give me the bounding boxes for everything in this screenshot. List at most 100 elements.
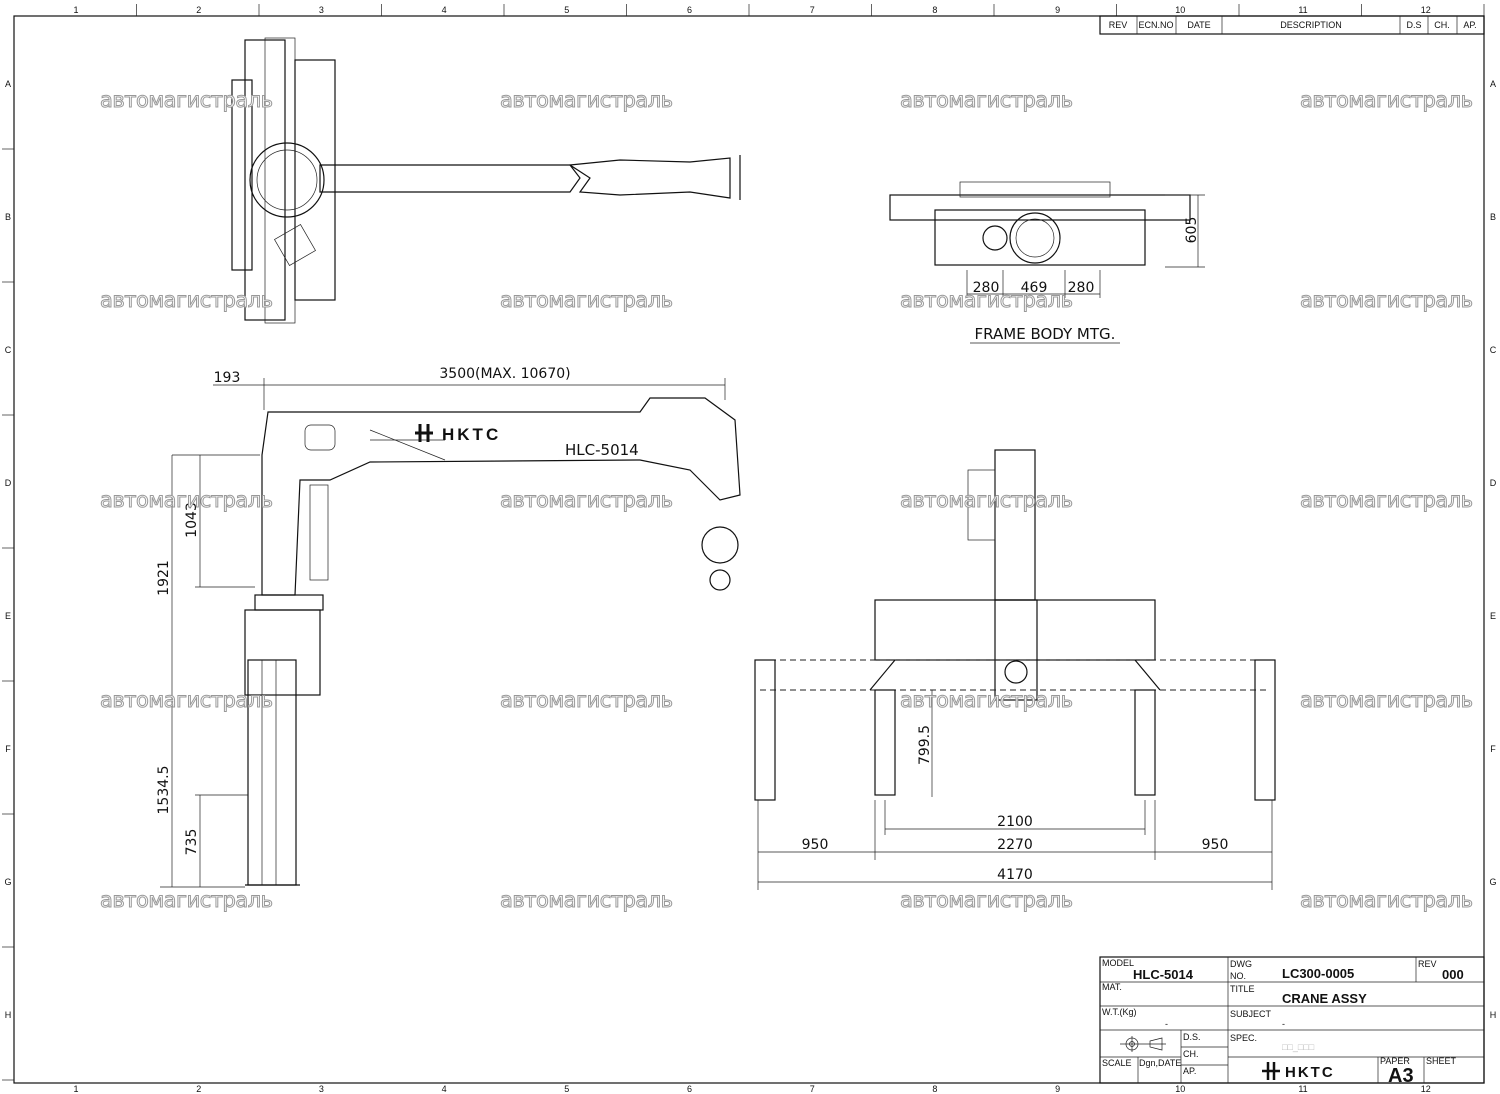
dim-735: 735 (184, 829, 200, 856)
column-label: 7 (810, 5, 815, 15)
row-label-right: D (1490, 478, 1497, 488)
ap-header: AP. (1463, 20, 1476, 30)
front-view: 799.5 2100 950 2270 950 4170 (754, 449, 1276, 890)
watermark-text: автомагистраль (900, 88, 1073, 112)
row-label-right: G (1489, 877, 1496, 887)
ch-header: CH. (1434, 20, 1450, 30)
watermark-text: автомагистраль (100, 688, 273, 712)
watermark-text: автомагистраль (1300, 488, 1473, 512)
dim-reach: 3500(MAX. 10670) (439, 366, 570, 382)
column-label: 4 (442, 5, 447, 15)
sheet-label: SHEET (1426, 1056, 1457, 1066)
column-label-bottom: 3 (319, 1084, 324, 1094)
watermark-text: автомагистраль (500, 688, 673, 712)
row-label: E (5, 611, 11, 621)
dim-4170: 4170 (997, 867, 1033, 883)
spec-value: □□_□□□ (1282, 1042, 1315, 1052)
column-label-bottom: 8 (932, 1084, 937, 1094)
watermark-text: автомагистраль (900, 688, 1073, 712)
watermark-text: автомагистраль (500, 88, 673, 112)
boom-model-label: HLC-5014 (565, 441, 639, 459)
ds-header: D.S (1406, 20, 1421, 30)
dwg-no-label: NO. (1230, 971, 1246, 981)
column-label-bottom: 6 (687, 1084, 692, 1094)
weight-label: W.T.(Kg) (1102, 1007, 1137, 1017)
column-label: 8 (932, 5, 937, 15)
row-label-right: H (1490, 1010, 1497, 1020)
row-label: G (4, 877, 11, 887)
dim-280-right: 280 (1068, 280, 1095, 296)
date-header: DATE (1187, 20, 1210, 30)
model-value: HLC-5014 (1133, 967, 1194, 982)
weight-value: - (1165, 1019, 1168, 1029)
dim-1043: 1043 (184, 502, 200, 538)
watermark-text: автомагистраль (900, 488, 1073, 512)
watermark-text: автомагистраль (500, 288, 673, 312)
watermark-text: автомагистраль (900, 288, 1073, 312)
watermark-text: автомагистраль (500, 888, 673, 912)
drawing-number: LC300-0005 (1282, 966, 1354, 981)
spec-label: SPEC. (1230, 1033, 1257, 1043)
row-label-right: B (1490, 212, 1496, 222)
row-label: F (5, 744, 11, 754)
material-label: MAT. (1102, 982, 1122, 992)
frame-body-mounting-view: 605 280 469 280 FRAME BODY MTG. (889, 181, 1205, 344)
subject-label: SUBJECT (1230, 1009, 1272, 1019)
row-label-right: E (1490, 611, 1496, 621)
title-block: MODEL HLC-5014 DWG NO. LC300-0005 REV 00… (1099, 956, 1485, 1087)
watermark-text: автомагистраль (500, 488, 673, 512)
watermark-text: автомагистраль (100, 488, 273, 512)
column-label-bottom: 7 (810, 1084, 815, 1094)
paper-size: A3 (1388, 1065, 1414, 1087)
ap-label: AP. (1183, 1066, 1196, 1076)
watermark-text: автомагистраль (1300, 288, 1473, 312)
dim-605: 605 (1184, 217, 1200, 244)
column-label: 11 (1298, 5, 1307, 15)
row-label: B (5, 212, 11, 222)
column-label: 2 (196, 5, 201, 15)
title-value: CRANE ASSY (1282, 991, 1367, 1006)
projection-symbol-icon (1120, 1036, 1166, 1052)
revision-block: REV ECN.NO DATE DESCRIPTION D.S CH. AP. (1099, 15, 1485, 35)
top-view (231, 37, 741, 324)
subject-value: - (1282, 1019, 1285, 1029)
company-logo-text: HKTC (1285, 1064, 1335, 1081)
side-view: HKTC HLC-5014 193 3500(MAX. 10670) 1043 … (156, 366, 741, 888)
dim-950-right: 950 (1202, 837, 1229, 853)
paper-label: PAPER (1380, 1056, 1410, 1066)
hktc-logo-icon (1262, 1062, 1280, 1080)
rev-value: 000 (1442, 967, 1464, 982)
boom-brand-label: HKTC (442, 425, 501, 444)
description-header: DESCRIPTION (1280, 20, 1342, 30)
row-label-right: A (1490, 79, 1496, 89)
watermark-text: автомагистраль (100, 288, 273, 312)
column-label: 6 (687, 5, 692, 15)
watermark-text: автомагистраль (100, 888, 273, 912)
column-label: 12 (1421, 5, 1431, 15)
column-label-bottom: 9 (1055, 1084, 1060, 1094)
column-label-bottom: 11 (1298, 1084, 1307, 1094)
rev-header: REV (1109, 20, 1128, 30)
column-label: 9 (1055, 5, 1060, 15)
row-label: D (5, 478, 12, 488)
watermark-text: автомагистраль (1300, 688, 1473, 712)
dim-193: 193 (214, 370, 241, 386)
row-label-right: F (1490, 744, 1496, 754)
watermark-text: автомагистраль (1300, 888, 1473, 912)
dwg-label: DWG (1230, 959, 1252, 969)
watermark-text: автомагистраль (1300, 88, 1473, 112)
watermark-text: автомагистраль (100, 88, 273, 112)
row-label: A (5, 79, 11, 89)
dim-799-5: 799.5 (917, 725, 933, 765)
watermark-text: автомагистраль (900, 888, 1073, 912)
row-label: H (5, 1010, 12, 1020)
row-label-right: C (1490, 345, 1497, 355)
ecn-header: ECN.NO (1138, 20, 1173, 30)
dim-1921: 1921 (156, 560, 172, 596)
column-label-bottom: 2 (196, 1084, 201, 1094)
column-label: 1 (73, 5, 78, 15)
dim-280-left: 280 (973, 280, 1000, 296)
